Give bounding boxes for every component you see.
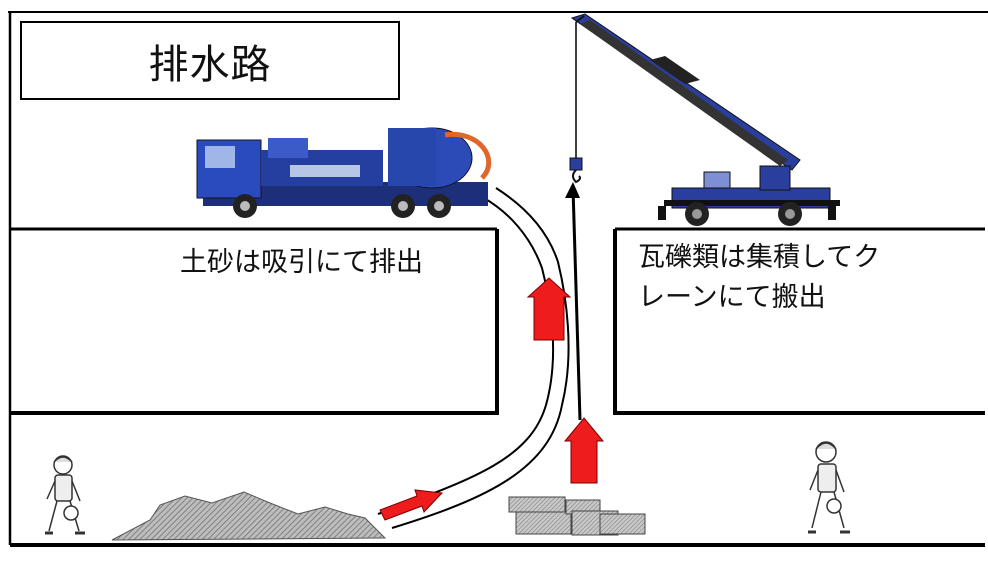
worker-icon xyxy=(808,441,850,534)
left-wall-block xyxy=(10,227,499,415)
crane-cable xyxy=(565,22,582,421)
crane-truck-icon xyxy=(569,13,840,226)
suction-hose xyxy=(377,187,570,529)
right-wall-block xyxy=(613,227,985,415)
rubble-pile xyxy=(508,496,646,536)
worker-icon xyxy=(45,455,85,535)
crane-label-line1: 瓦礫類は集積してク xyxy=(638,242,881,273)
title-box: 排水路 xyxy=(20,21,400,100)
channel-outline xyxy=(8,11,988,547)
page-title: 排水路 xyxy=(148,41,272,88)
sediment-pile xyxy=(111,491,387,541)
vacuum-truck-icon xyxy=(196,127,492,218)
crane-label-line2: レーンにて搬出 xyxy=(638,282,826,313)
red-arrow-icon xyxy=(563,417,605,484)
red-arrow-icon xyxy=(526,277,572,341)
red-arrow-icon xyxy=(379,489,444,521)
suction-label: 土砂は吸引にて排出 xyxy=(180,247,423,278)
